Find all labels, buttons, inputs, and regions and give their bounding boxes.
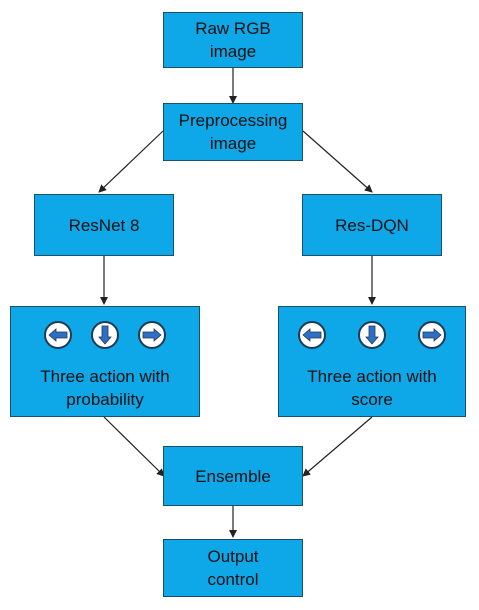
probability-label-line2: probability xyxy=(66,390,144,409)
edge-preprocessing-to-resnet xyxy=(98,130,164,193)
arrow-left-icon xyxy=(298,321,326,349)
resnet-node: ResNet 8 xyxy=(34,194,174,256)
edge-probability-to-ensemble xyxy=(103,416,165,477)
output-control-node: Output control xyxy=(163,539,303,597)
score-label-line1: Three action with xyxy=(307,367,437,386)
arrow-down-icon xyxy=(358,321,386,349)
score-label-line2: score xyxy=(351,390,393,409)
raw-image-label-line2: image xyxy=(209,42,257,61)
ensemble-label: Ensemble xyxy=(195,466,271,486)
resdqn-label: Res-DQN xyxy=(335,215,409,235)
resdqn-node: Res-DQN xyxy=(302,194,442,256)
edge-preprocessing-to-resdqn xyxy=(302,130,373,193)
raw-image-node: Raw RGB image xyxy=(163,12,303,68)
raw-image-label-line1: Raw RGB xyxy=(195,19,271,38)
score-action-icons xyxy=(279,321,465,349)
preprocessing-label-line2: image xyxy=(209,134,257,153)
preprocessing-label-line1: Preprocessing xyxy=(178,111,288,130)
probability-action-icons xyxy=(11,321,199,349)
probability-actions-label: Three action with probability xyxy=(11,365,199,411)
arrow-down-icon xyxy=(91,321,119,349)
output-label-line2: control xyxy=(207,570,259,589)
output-label-line1: Output xyxy=(207,547,259,566)
resnet-label: ResNet 8 xyxy=(68,215,140,235)
score-actions-node: Three action with score xyxy=(278,306,466,417)
ensemble-node: Ensemble xyxy=(163,446,303,506)
edge-score-to-ensemble xyxy=(302,416,373,477)
arrow-right-icon xyxy=(418,321,446,349)
arrow-right-icon xyxy=(138,321,166,349)
arrow-left-icon xyxy=(44,321,72,349)
probability-label-line1: Three action with xyxy=(40,367,170,386)
probability-actions-node: Three action with probability xyxy=(10,306,200,417)
preprocessing-node: Preprocessing image xyxy=(163,103,303,161)
score-actions-label: Three action with score xyxy=(279,365,465,411)
